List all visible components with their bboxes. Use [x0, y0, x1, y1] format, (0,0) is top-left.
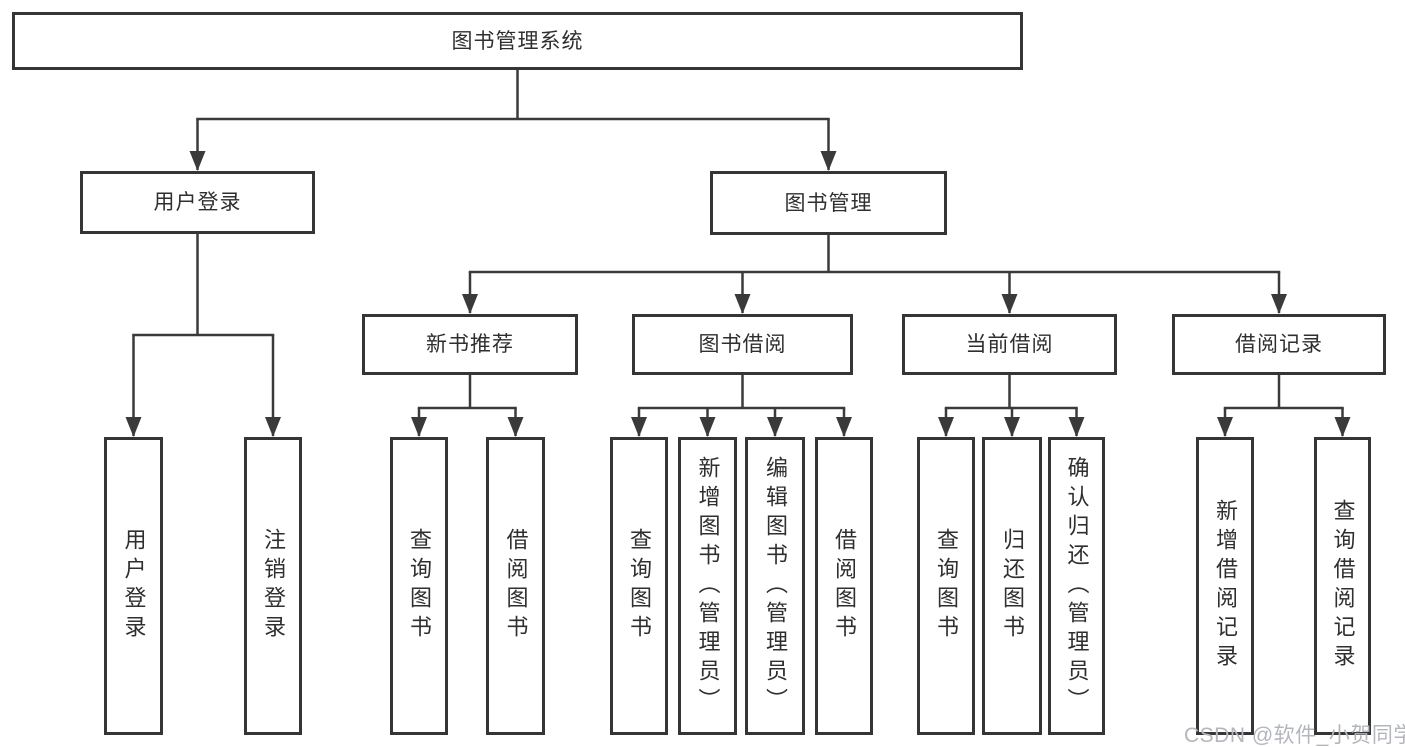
node-leaf-logout: 注销登录 — [244, 437, 302, 735]
node-leaf-query-books-1: 查询图书 — [390, 437, 448, 735]
csdn-watermark: CSDN @软件_小贺同学 — [1184, 724, 1405, 747]
node-leaf-confirm-return-admin: 确认归还（管理员） — [1048, 437, 1105, 735]
node-root-system: 图书管理系统 — [12, 12, 1023, 70]
node-current-borrowing: 当前借阅 — [902, 314, 1117, 375]
node-book-borrowing: 图书借阅 — [632, 314, 853, 375]
node-book-management: 图书管理 — [710, 171, 947, 235]
node-leaf-return-books: 归还图书 — [982, 437, 1042, 735]
node-leaf-add-books-admin: 新增图书（管理员） — [678, 437, 737, 735]
node-user-login: 用户登录 — [80, 171, 315, 234]
node-leaf-borrow-books-1: 借阅图书 — [486, 437, 545, 735]
node-leaf-edit-books-admin: 编辑图书（管理员） — [745, 437, 805, 735]
node-leaf-add-borrow-record: 新增借阅记录 — [1196, 437, 1254, 735]
node-leaf-query-books-3: 查询图书 — [917, 437, 975, 735]
node-leaf-user-login: 用户登录 — [104, 437, 163, 735]
node-leaf-borrow-books-2: 借阅图书 — [815, 437, 873, 735]
node-leaf-query-borrow-record: 查询借阅记录 — [1314, 437, 1371, 735]
node-leaf-query-books-2: 查询图书 — [610, 437, 668, 735]
node-new-book-recommend: 新书推荐 — [362, 314, 578, 375]
node-borrow-records: 借阅记录 — [1172, 314, 1386, 375]
